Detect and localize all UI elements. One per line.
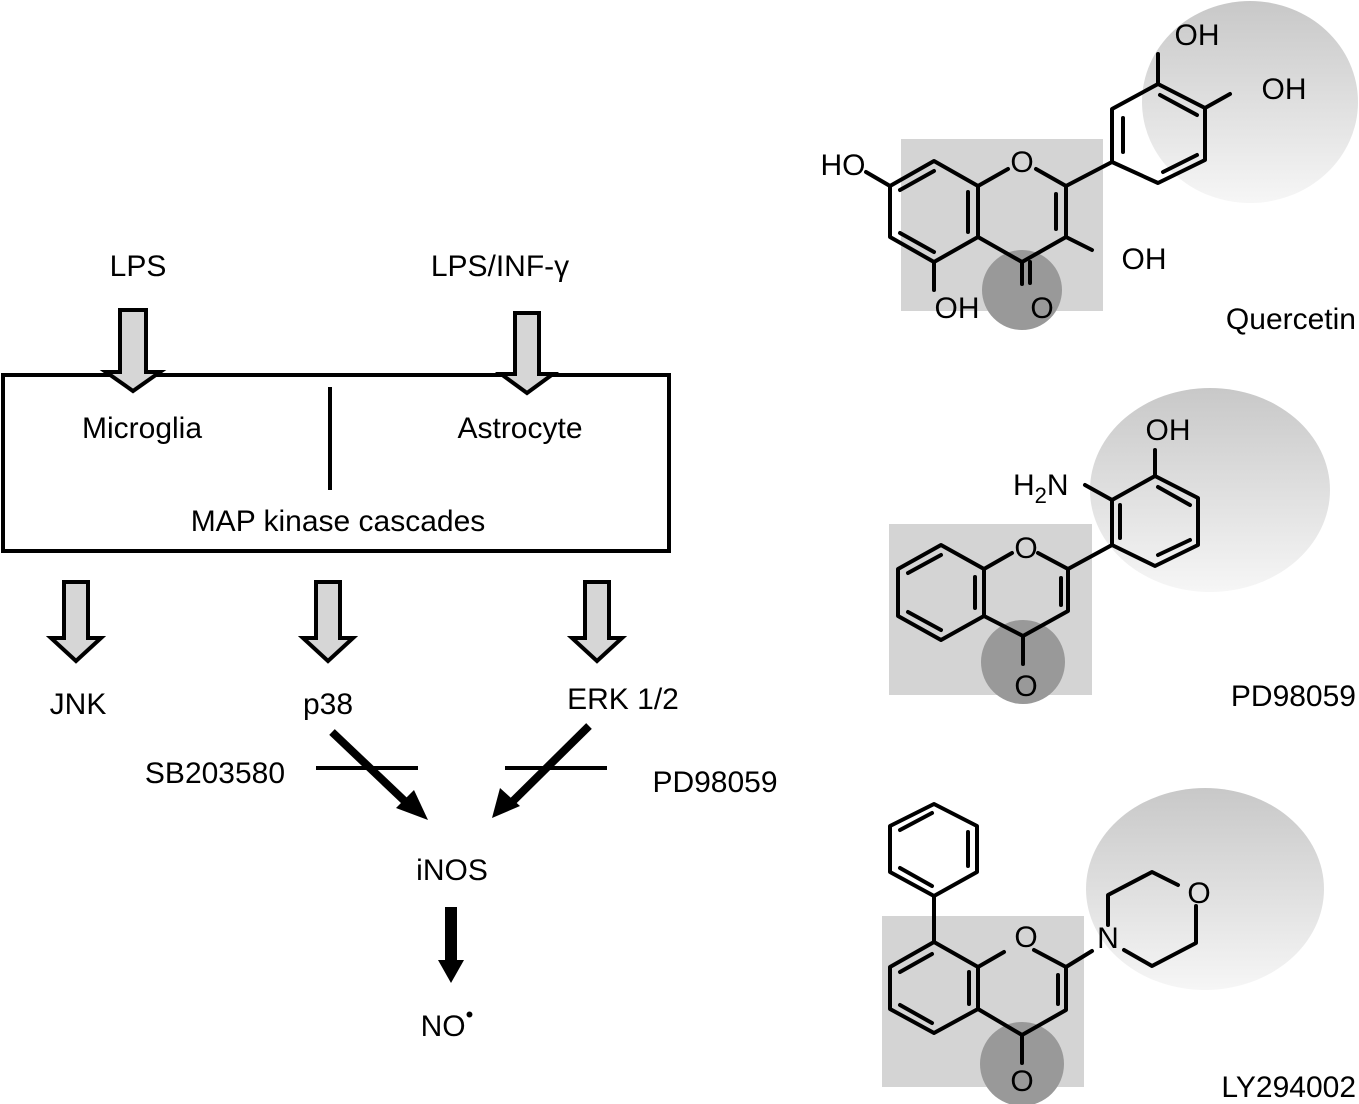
quercetin-label: Quercetin <box>1226 303 1356 336</box>
svg-text:OH: OH <box>1262 73 1307 106</box>
svg-text:O: O <box>1014 921 1037 954</box>
lps-inf-input-arrow-icon <box>494 311 560 396</box>
erk-label: ERK 1/2 <box>567 683 679 716</box>
astrocyte-label: Astrocyte <box>457 412 582 445</box>
jnk-label: JNK <box>50 688 107 721</box>
quercetin-structure: O HO OH O OH OH OH Quercetin <box>821 1 1358 336</box>
erk-arrow-icon <box>566 580 628 664</box>
svg-text:OH: OH <box>1122 243 1167 276</box>
inos-label: iNOS <box>416 854 488 887</box>
erk-to-inos-arrowhead-icon <box>492 788 520 818</box>
catechol-ring-highlight <box>1142 1 1358 203</box>
erk-to-inos-arrow <box>505 723 592 809</box>
jnk-arrow-icon <box>45 580 107 664</box>
svg-text:O: O <box>1014 670 1037 703</box>
svg-text:N: N <box>1097 922 1119 955</box>
svg-text:OH: OH <box>935 292 980 325</box>
svg-text:O: O <box>1187 877 1210 910</box>
sb203580-label: SB203580 <box>145 757 285 790</box>
pathway-diagram: LPS LPS/INF-γ Microglia Astrocyte MAP ki… <box>1 250 778 1043</box>
pd98059-structure: O O OH H2N PD98059 <box>889 388 1356 713</box>
svg-text:OH: OH <box>1146 414 1191 447</box>
svg-text:H2N: H2N <box>1013 469 1069 508</box>
stimulus-lps-inf-gamma-label: LPS/INF-γ <box>431 250 569 283</box>
svg-text:O: O <box>1030 292 1053 325</box>
svg-text:O: O <box>1014 532 1037 565</box>
morpholine-highlight <box>1086 788 1324 990</box>
microglia-label: Microglia <box>82 412 202 445</box>
inos-to-no-arrowhead-icon <box>438 960 464 983</box>
nitric-oxide-label: NO• <box>421 1002 474 1043</box>
carbonyl-highlight <box>982 250 1062 330</box>
aminophenol-ring-highlight <box>1090 388 1330 592</box>
ly294002-label: LY294002 <box>1221 1071 1356 1104</box>
ly294002-structure: O O N O LY294002 <box>882 788 1356 1104</box>
cell-box <box>1 373 671 553</box>
p38-arrow-icon <box>297 580 359 664</box>
p38-to-inos-arrow <box>329 729 415 811</box>
svg-text:HO: HO <box>821 149 866 182</box>
pd98059-inhibitor-label: PD98059 <box>652 766 777 799</box>
map-kinase-cascades-label: MAP kinase cascades <box>191 505 486 538</box>
pd98059-label: PD98059 <box>1231 680 1356 713</box>
svg-text:OH: OH <box>1175 19 1220 52</box>
svg-text:O: O <box>1010 1065 1033 1098</box>
p38-to-inos-arrowhead-icon <box>396 790 428 820</box>
inos-to-no-arrow <box>445 907 457 962</box>
lps-input-arrow-icon <box>99 308 167 394</box>
p38-label: p38 <box>303 688 353 721</box>
svg-text:O: O <box>1010 146 1033 179</box>
stimulus-lps-label: LPS <box>110 250 167 283</box>
